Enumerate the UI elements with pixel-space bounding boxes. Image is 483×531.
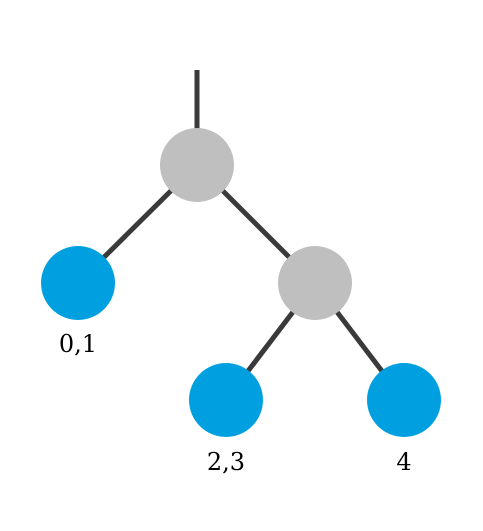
leaf-node-0-1: [41, 246, 115, 320]
labels-layer: 0,1 2,3 4: [59, 330, 412, 476]
leaf-label-2-3: 2,3: [207, 448, 245, 476]
leaf-node-2-3: [189, 363, 263, 437]
nodes-layer: [41, 128, 441, 437]
leaf-label-4: 4: [396, 448, 411, 476]
edges-layer: [76, 70, 406, 402]
leaf-label-0-1: 0,1: [59, 330, 97, 358]
internal-node-right: [278, 246, 352, 320]
leaf-node-4: [367, 363, 441, 437]
root-node: [160, 128, 234, 202]
